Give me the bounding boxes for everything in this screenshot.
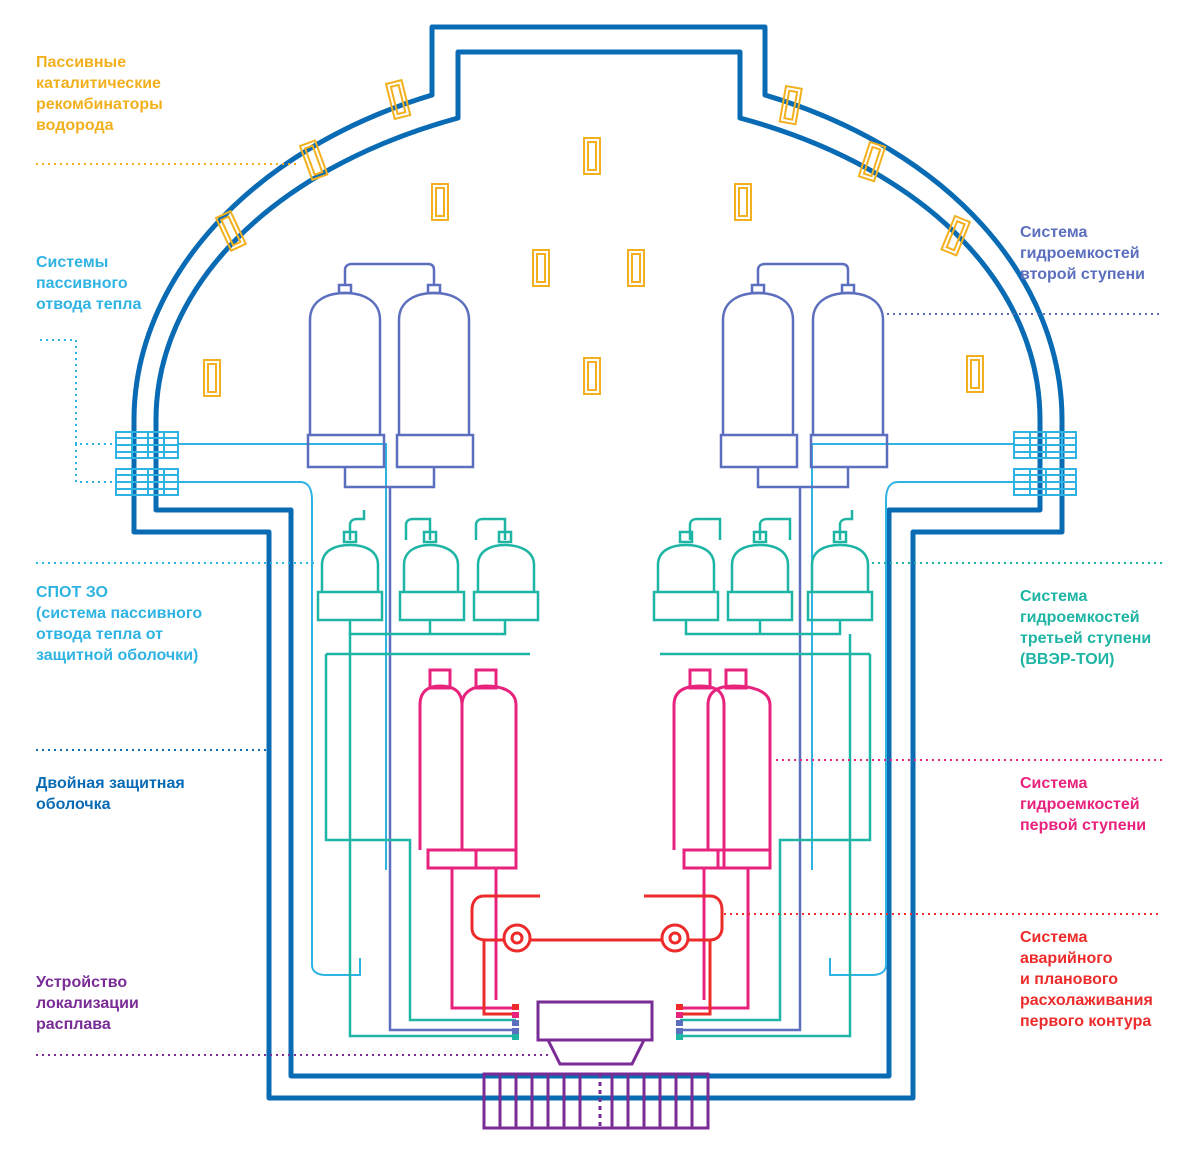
label-spot-zo: СПОТ ЗО (система пассивного отвода тепла…	[36, 584, 203, 664]
recombiner	[532, 249, 550, 287]
stage3-outlet-pipe	[660, 620, 872, 1022]
recombiner	[583, 137, 601, 175]
core-catcher	[482, 1000, 710, 1130]
core-catcher-funnel	[546, 1039, 646, 1066]
core-catcher-vessel	[536, 1000, 654, 1042]
stage2-tank	[306, 283, 386, 469]
label-passive-heat-removal: Системы пассивного отвода тепла	[36, 254, 142, 313]
cooldown-pump	[660, 923, 690, 953]
label-tanks-stage2: Система гидроемкостей второй ступени	[1020, 224, 1145, 283]
stage3-tanks	[316, 510, 874, 1038]
stage3-tank	[726, 530, 794, 622]
heat-exchanger-right-lower	[1013, 468, 1077, 496]
stage1-tank	[460, 668, 518, 870]
stage3-drain-pipe	[348, 634, 516, 1038]
hydrogen-recombiners	[203, 78, 984, 397]
heat-exchanger-left-upper	[115, 431, 179, 459]
stage2-tank	[809, 283, 889, 469]
cooldown-system	[470, 894, 724, 1016]
stage2-tanks	[306, 262, 889, 1032]
stage1-tank	[672, 668, 726, 870]
stage2-outlet-pipe	[343, 467, 516, 1032]
pipe-terminals	[512, 1004, 683, 1040]
label-cooldown: Система аварийного и планового расхолажи…	[1020, 929, 1153, 1030]
stage2-tank	[719, 283, 799, 469]
stage1-outlet-pipe	[450, 868, 516, 1010]
label-core-catcher: Устройство локализации расплава	[36, 974, 139, 1033]
stage2-header-pipe	[756, 262, 850, 285]
recombiner	[431, 183, 449, 221]
heat-removal-pipe	[178, 443, 387, 976]
stage3-tank	[806, 530, 874, 622]
label-tanks-stage3: Система гидроемкостей третьей ступени (В…	[1020, 588, 1152, 668]
stage3-tank	[316, 530, 384, 622]
recombiner	[384, 78, 412, 121]
stage3-tank	[398, 530, 466, 622]
inner-containment-shell	[153, 49, 1043, 1079]
recombiner	[203, 359, 221, 397]
stage2-tank	[395, 283, 475, 469]
stage3-drain-pipe	[680, 634, 852, 1038]
cooldown-pump	[502, 923, 532, 953]
cooldown-line	[482, 940, 712, 1016]
stage1-tank	[706, 668, 772, 870]
cooldown-loop	[470, 894, 724, 942]
core-catcher-base	[482, 1072, 710, 1130]
label-recombiners: Пассивные каталитические рекомбинаторы в…	[36, 54, 163, 134]
stage3-outlet-pipe	[324, 620, 530, 1022]
recombiner	[734, 183, 752, 221]
outer-containment-shell	[131, 24, 1065, 1101]
recombiner	[857, 140, 887, 183]
stage3-header-pipe	[348, 510, 507, 540]
recombiner	[778, 84, 803, 126]
stage1-tank	[418, 668, 478, 870]
leader-lines	[36, 163, 1162, 1056]
passive-heat-removal-exchangers	[115, 431, 1077, 976]
stage1-tanks	[418, 668, 772, 1010]
recombiner	[966, 355, 984, 393]
label-double-containment: Двойная защитная оболочка	[36, 775, 185, 813]
label-tanks-stage1: Система гидроемкостей первой ступени	[1020, 775, 1147, 834]
double-containment	[131, 24, 1065, 1101]
leader-heat-removal	[40, 339, 116, 483]
stage3-tank	[652, 530, 720, 622]
stage2-outlet-pipe	[680, 467, 850, 1032]
heat-exchanger-right-upper	[1013, 431, 1077, 459]
stage2-header-pipe	[343, 262, 436, 285]
recombiner	[940, 214, 972, 257]
recombiner	[214, 209, 248, 252]
stage3-tank	[472, 530, 540, 622]
recombiner	[627, 249, 645, 287]
stage3-header-pipe	[688, 510, 854, 540]
recombiner	[583, 357, 601, 395]
recombiner	[298, 139, 329, 182]
heat-exchanger-left-lower	[115, 468, 179, 496]
